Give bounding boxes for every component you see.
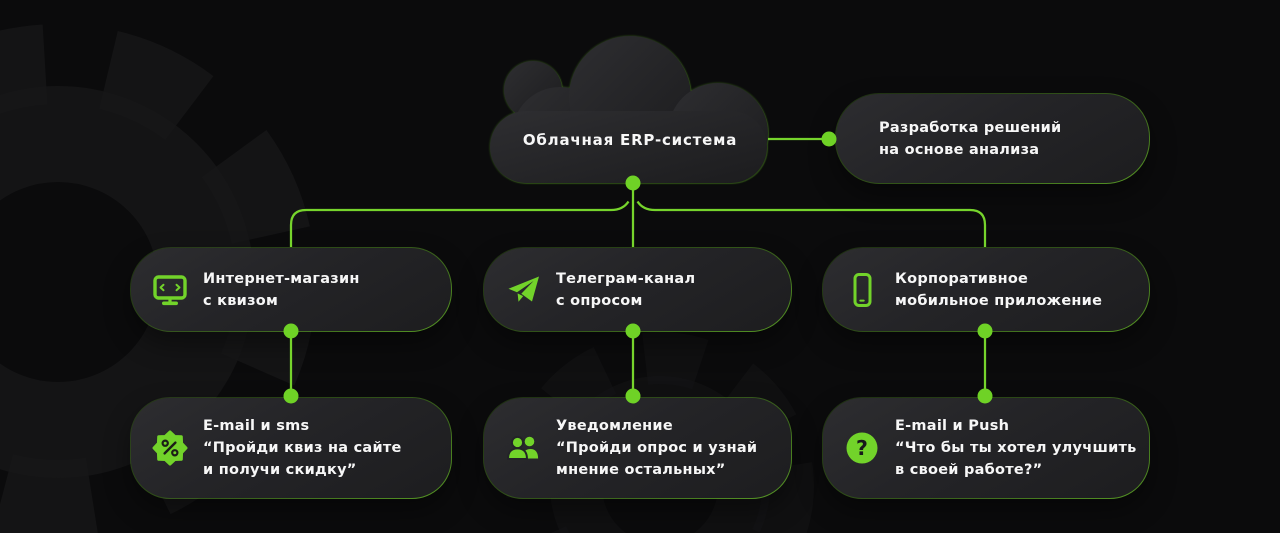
node-label: E-mail и Push “Что бы ты хотел улучшить … xyxy=(895,418,1137,478)
discount-percent-icon xyxy=(150,428,190,468)
svg-text:?: ? xyxy=(856,436,868,460)
node-survey-notification: Уведомление “Пройди опрос и узнай мнение… xyxy=(483,397,792,499)
node-email-push-feedback: ? E-mail и Push “Что бы ты хотел улучшит… xyxy=(822,397,1150,499)
cloud-erp-node: Облачная ERP-система xyxy=(490,35,770,183)
node-online-store: Интернет-магазин с квизом xyxy=(130,247,452,332)
node-label: Корпоративное мобильное приложение xyxy=(895,270,1103,309)
node-telegram-channel: Телеграм-канал с опросом xyxy=(483,247,792,332)
cloud-node-label: Облачная ERP-система xyxy=(522,131,738,149)
node-label: Разработка решений на основе анализа xyxy=(879,119,1062,158)
question-circle-icon: ? xyxy=(842,428,882,468)
node-email-sms-quiz: E-mail и sms “Пройди квиз на сайте и пол… xyxy=(130,397,452,499)
people-group-icon xyxy=(503,428,543,468)
node-label: E-mail и sms “Пройди квиз на сайте и пол… xyxy=(203,418,402,478)
node-label: Телеграм-канал с опросом xyxy=(556,270,696,309)
node-label: Интернет-магазин с квизом xyxy=(203,270,360,309)
cloud-icon xyxy=(490,36,768,183)
monitor-code-icon xyxy=(150,270,190,310)
node-mobile-app: Корпоративное мобильное приложение xyxy=(822,247,1150,332)
smartphone-icon xyxy=(842,270,882,310)
analysis-node: Разработка решений на основе анализа xyxy=(835,93,1150,184)
node-label: Уведомление “Пройди опрос и узнай мнение… xyxy=(556,418,758,478)
telegram-plane-icon xyxy=(503,270,543,310)
